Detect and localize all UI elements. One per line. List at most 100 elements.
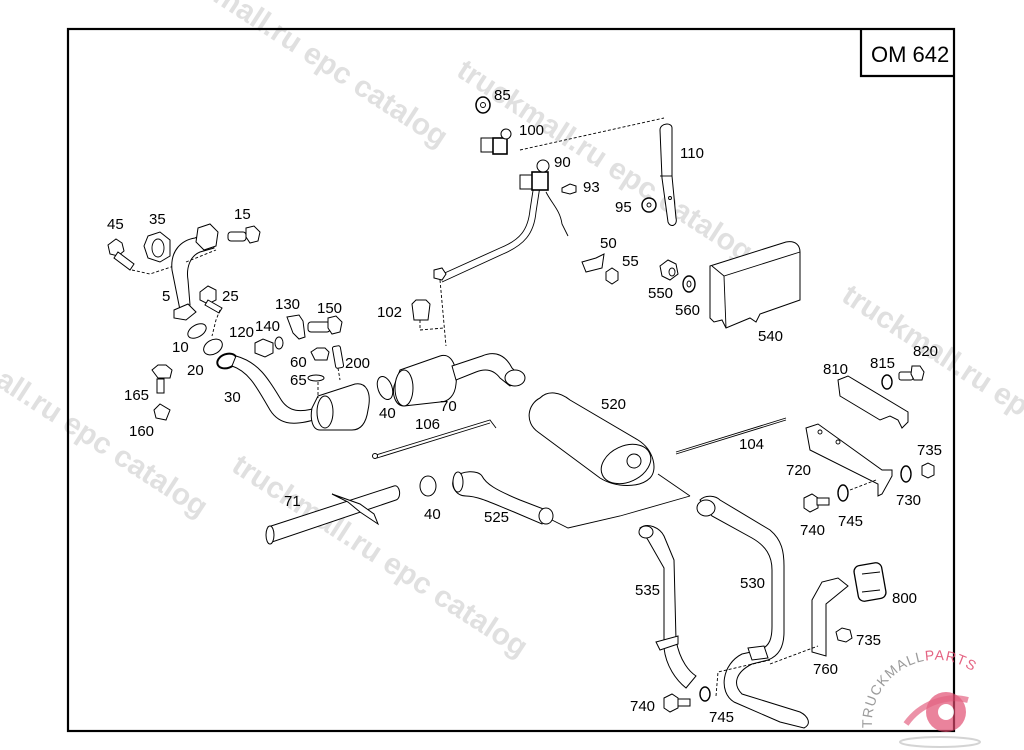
callout-735-lower: 735 — [856, 632, 881, 649]
callout-40-lower: 40 — [424, 506, 441, 523]
part-55-nut[interactable] — [605, 267, 619, 285]
callout-40-upper: 40 — [379, 405, 396, 422]
part-85-nut[interactable] — [475, 96, 491, 114]
part-70-particle-filter[interactable] — [393, 353, 526, 407]
part-815-washer[interactable] — [881, 374, 893, 390]
part-810-bracket[interactable] — [837, 375, 909, 429]
part-200-sensor[interactable] — [331, 345, 345, 369]
part-525-pipe[interactable] — [452, 471, 554, 525]
callout-10: 10 — [172, 339, 189, 356]
part-730-washer[interactable] — [900, 465, 912, 483]
part-102-cap[interactable] — [411, 299, 431, 321]
title-box-border — [859, 29, 954, 78]
part-120-clamp[interactable] — [201, 336, 225, 358]
part-10-gasket[interactable] — [185, 321, 208, 341]
part-110-bracket[interactable] — [659, 123, 677, 226]
part-30-catalyst[interactable] — [310, 383, 370, 431]
part-520-muffler[interactable] — [528, 392, 657, 491]
callout-30: 30 — [224, 389, 241, 406]
callout-740-upper: 740 — [800, 522, 825, 539]
sensor-pipe[interactable] — [433, 183, 569, 283]
callout-65: 65 — [290, 372, 307, 389]
callout-25: 25 — [222, 288, 239, 305]
part-530-pipe[interactable] — [696, 495, 809, 729]
callout-150: 150 — [317, 300, 342, 317]
part-90-pressure-sensor[interactable] — [519, 159, 550, 191]
part-540-heat-shield[interactable] — [709, 241, 801, 329]
callout-165: 165 — [124, 387, 149, 404]
callout-745-lower: 745 — [709, 709, 734, 726]
gear-icon — [899, 692, 981, 748]
part-140-nut[interactable] — [254, 338, 274, 358]
callout-120: 120 — [229, 324, 254, 341]
part-25-bolt[interactable] — [199, 285, 223, 314]
part-15-bolt[interactable] — [227, 225, 261, 244]
part-800-rubber-mount[interactable] — [853, 562, 887, 602]
part-93-clip[interactable] — [561, 183, 577, 195]
callout-800: 800 — [892, 590, 917, 607]
leader-line — [419, 320, 445, 331]
part-140-washer[interactable] — [274, 336, 284, 350]
part-820-bolt[interactable] — [898, 365, 925, 381]
part-740-bolt-lower[interactable] — [663, 693, 691, 713]
part-735-nut-lower[interactable] — [835, 627, 853, 643]
callout-60: 60 — [290, 354, 307, 371]
callout-535: 535 — [635, 582, 660, 599]
callout-45: 45 — [107, 216, 124, 233]
callout-110: 110 — [680, 145, 704, 162]
part-40-clamp-lower[interactable] — [419, 475, 437, 497]
callout-525: 525 — [484, 509, 509, 526]
callout-35: 35 — [149, 211, 166, 228]
part-71-tailpipe[interactable] — [265, 485, 401, 545]
part-160-clip[interactable] — [153, 403, 171, 421]
part-130-bracket[interactable] — [286, 314, 306, 340]
part-45-bolt[interactable] — [107, 238, 135, 271]
callout-15: 15 — [234, 206, 251, 223]
part-745-washer[interactable] — [837, 484, 849, 502]
callout-540: 540 — [758, 328, 783, 345]
callout-740-lower: 740 — [630, 698, 655, 715]
leader-line — [769, 645, 819, 665]
part-100-pressure-sensor[interactable] — [480, 128, 512, 155]
callout-20: 20 — [187, 362, 204, 379]
callout-71: 71 — [284, 493, 301, 510]
part-60-plug[interactable] — [310, 347, 330, 361]
callout-550: 550 — [648, 285, 673, 302]
part-740-bolt[interactable] — [803, 493, 830, 513]
callout-95: 95 — [615, 199, 632, 216]
part-745-washer-lower[interactable] — [699, 686, 711, 702]
part-535-pipe[interactable] — [638, 525, 697, 689]
part-50-bracket[interactable] — [581, 253, 605, 273]
callout-104: 104 — [739, 436, 764, 453]
part-106-temperature-sensor[interactable] — [372, 419, 497, 459]
part-35-gasket[interactable] — [143, 231, 171, 263]
callout-93: 93 — [583, 179, 600, 196]
callout-810: 810 — [823, 361, 848, 378]
callout-50: 50 — [600, 235, 617, 252]
part-760-bracket[interactable] — [811, 577, 849, 657]
part-65-sealing-ring[interactable] — [307, 374, 325, 382]
part-165-bolt[interactable] — [151, 364, 173, 394]
part-150-bolt[interactable] — [307, 315, 343, 335]
part-720-bracket[interactable] — [805, 423, 893, 497]
part-560-washer[interactable] — [682, 275, 696, 293]
leader-line — [131, 261, 187, 275]
part-104-rod[interactable] — [675, 417, 787, 455]
callout-90: 90 — [554, 154, 571, 171]
part-550-nut[interactable] — [659, 259, 679, 281]
part-95-washer[interactable] — [641, 197, 657, 213]
leader-line — [337, 367, 341, 381]
leader-line — [185, 249, 217, 263]
callout-labels: 45 35 15 5 25 130 150 140 120 10 20 60 2… — [107, 87, 942, 726]
callout-560: 560 — [675, 302, 700, 319]
part-735-nut[interactable] — [921, 462, 935, 479]
callout-140: 140 — [255, 318, 280, 335]
callout-760: 760 — [813, 661, 838, 678]
callout-820: 820 — [913, 343, 938, 360]
part-40-clamp[interactable] — [374, 374, 395, 401]
callout-745-upper: 745 — [838, 513, 863, 530]
part-30-pipe[interactable] — [231, 355, 323, 424]
leader-line — [519, 117, 665, 151]
part-5-pipe[interactable] — [171, 223, 219, 321]
callout-55: 55 — [622, 253, 639, 270]
